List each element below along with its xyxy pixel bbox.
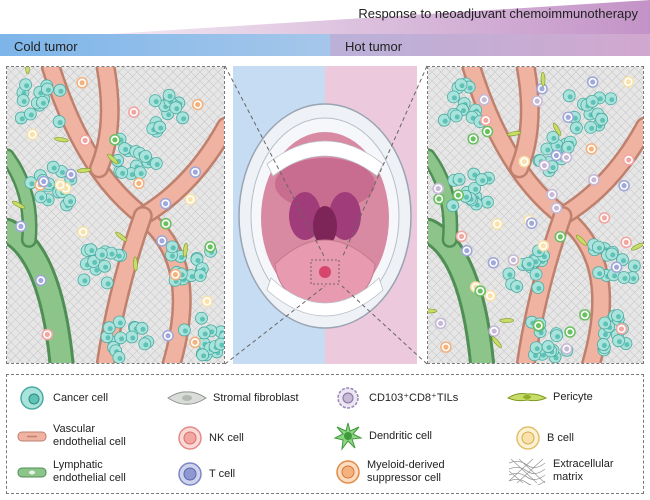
biopsy-box — [310, 259, 340, 285]
immune-cells — [15, 76, 217, 349]
legend-label-nk-cell: NK cell — [209, 431, 244, 444]
cancer-cell-cluster — [177, 311, 224, 362]
legend-label-mdsc: Myeloid-derived suppressor cell — [367, 459, 445, 484]
oral-cavity-view — [233, 66, 417, 364]
legend-item-til: CD103⁺CD8⁺TILs — [333, 383, 458, 413]
legend-item-nk-cell: NK cell — [177, 425, 244, 451]
cancer-cell-icon — [20, 386, 44, 410]
pericyte — [552, 122, 562, 136]
response-banner: Response to neoadjuvant chemoimmunothera… — [0, 0, 650, 60]
hot-tumor-tissue — [428, 67, 643, 363]
legend-label-stromal-fibroblast: Stromal fibroblast — [213, 391, 299, 404]
stromal-fibroblast-icon — [167, 391, 207, 405]
b-cell-icon — [516, 426, 540, 450]
t-cell-icon — [178, 462, 202, 486]
legend-item-extracellular-matrix: Extracellular matrix — [507, 457, 614, 485]
pericyte-icon — [507, 393, 547, 402]
pericyte — [540, 71, 546, 87]
cold-tumor-label: Cold tumor — [14, 39, 78, 54]
legend-label-b-cell: B cell — [547, 431, 574, 444]
vascular-endothelial-cell-icon — [17, 431, 47, 442]
pericyte — [575, 234, 587, 246]
legend-item-cancer-cell: Cancer cell — [17, 385, 108, 411]
tumor-lesion — [319, 266, 331, 278]
mdsc-icon — [336, 460, 360, 484]
legend-item-pericyte: Pericyte — [507, 389, 593, 405]
legend-label-vascular-endothelial-cell: Vascular endothelial cell — [53, 423, 126, 448]
legend-label-dendritic-cell: Dendritic cell — [369, 429, 432, 442]
legend-item-b-cell: B cell — [515, 425, 574, 451]
response-wedge — [110, 0, 650, 34]
cancer-cell-cluster — [77, 243, 128, 290]
pericyte — [491, 336, 502, 349]
pericyte — [630, 242, 643, 251]
pericyte — [133, 256, 138, 272]
cancer-cell-cluster — [596, 309, 633, 357]
legend-item-lymphatic-endothelial-cell: Lymphatic endothelial cell — [17, 459, 126, 485]
pericyte — [54, 137, 69, 143]
pericyte — [11, 200, 26, 209]
lymphatic-endothelial-cell-icon — [17, 467, 47, 478]
response-gradient — [0, 0, 650, 56]
legend-label-til: CD103⁺CD8⁺TILs — [369, 391, 459, 404]
pericyte — [506, 130, 522, 137]
legend-label-extracellular-matrix: Extracellular matrix — [553, 458, 614, 483]
pericyte — [499, 318, 515, 323]
cancer-cell-cluster — [100, 315, 155, 363]
pericyte — [428, 308, 437, 314]
legend-label-pericyte: Pericyte — [553, 390, 593, 403]
cold-tumor-panel — [6, 66, 225, 364]
pericyte — [182, 242, 188, 258]
cancer-cell-cluster — [146, 88, 190, 138]
dendritic-cell-icon — [333, 422, 363, 451]
hot-tumor-panel — [427, 66, 644, 364]
legend-item-vascular-endothelial-cell: Vascular endothelial cell — [17, 423, 126, 449]
cancer-cell-cluster — [587, 238, 641, 284]
legend-label-lymphatic-endothelial-cell: Lymphatic endothelial cell — [53, 459, 126, 484]
legend-label-t-cell: T cell — [209, 467, 236, 480]
cancer-cell-cluster — [111, 132, 163, 181]
hot-tumor-label: Hot tumor — [345, 39, 403, 54]
til-icon — [337, 387, 359, 409]
legend: Cancer cell Vascular endothelial cell Ly… — [6, 374, 644, 494]
pericyte — [76, 167, 92, 173]
legend-item-dendritic-cell: Dendritic cell — [333, 421, 432, 451]
extracellular-matrix-icon — [508, 458, 546, 485]
response-label: Response to neoadjuvant chemoimmunothera… — [358, 6, 638, 21]
pericyte — [107, 153, 119, 165]
legend-item-t-cell: T cell — [177, 461, 235, 487]
legend-item-stromal-fibroblast: Stromal fibroblast — [167, 389, 299, 407]
cold-tumor-tissue — [7, 67, 224, 363]
pericyte — [115, 231, 128, 242]
legend-item-mdsc: Myeloid-derived suppressor cell — [335, 459, 445, 485]
nk-cell-icon — [178, 426, 202, 450]
cancer-cell-cluster — [437, 77, 487, 129]
cancer-cell-cluster — [14, 78, 67, 128]
cancer-cell-cluster — [502, 244, 550, 294]
immune-cells — [432, 76, 635, 355]
legend-label-cancer-cell: Cancer cell — [53, 391, 109, 404]
